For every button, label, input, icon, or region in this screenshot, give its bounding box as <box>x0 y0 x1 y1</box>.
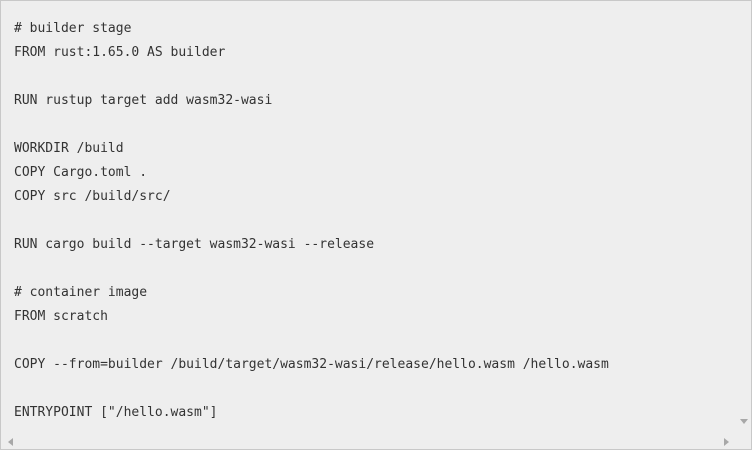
scroll-left-arrow-icon[interactable] <box>8 438 13 446</box>
code-line: RUN rustup target add wasm32-wasi <box>14 93 273 108</box>
code-line <box>14 377 737 401</box>
scroll-down-arrow-icon[interactable] <box>740 419 748 424</box>
code-line <box>14 209 737 233</box>
horizontal-scrollbar[interactable] <box>1 435 737 449</box>
code-line <box>14 65 737 89</box>
code-line: COPY --from=builder /build/target/wasm32… <box>14 357 609 372</box>
code-line: RUN cargo build --target wasm32-wasi --r… <box>14 237 375 252</box>
code-line <box>14 113 737 137</box>
code-line: ENTRYPOINT ["/hello.wasm"] <box>14 405 218 420</box>
code-line: COPY src /build/src/ <box>14 189 171 204</box>
code-line: COPY Cargo.toml . <box>14 165 148 180</box>
code-line: WORKDIR /build <box>14 141 124 156</box>
code-line <box>14 329 737 353</box>
code-line: FROM rust:1.65.0 AS builder <box>14 45 226 60</box>
code-line: # container image <box>14 285 148 300</box>
code-line <box>14 257 737 281</box>
vertical-scrollbar[interactable] <box>737 1 751 433</box>
code-line: FROM scratch <box>14 309 108 324</box>
scroll-right-arrow-icon[interactable] <box>724 438 729 446</box>
code-line: # builder stage <box>14 21 132 36</box>
scrollbar-corner <box>737 435 751 449</box>
